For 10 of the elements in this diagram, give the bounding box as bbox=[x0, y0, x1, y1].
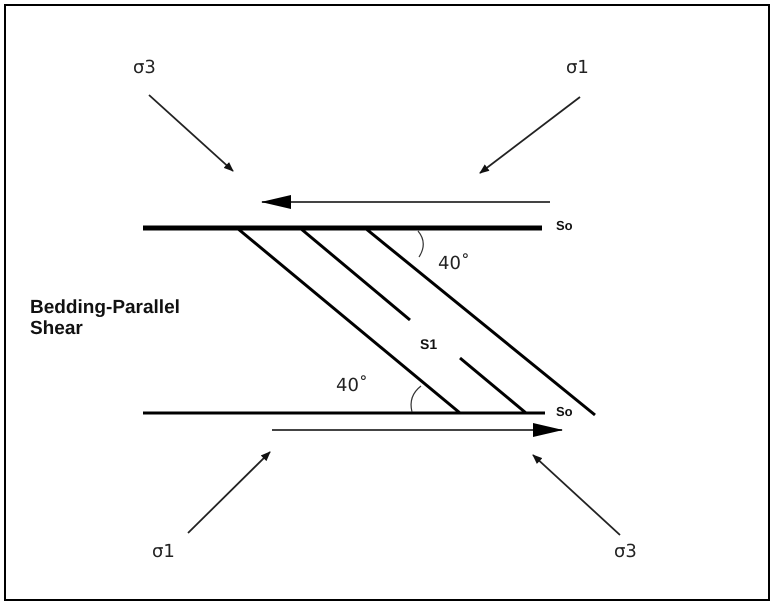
feature-label: Bedding-Parallel Shear bbox=[30, 298, 181, 340]
stress-label: σ1 bbox=[566, 58, 589, 78]
stress-label: σ3 bbox=[614, 542, 637, 562]
cleavage-label: S1 bbox=[420, 337, 438, 352]
bedding-label: So bbox=[556, 405, 573, 420]
stress-label: σ1 bbox=[152, 542, 175, 562]
angle-label: 40˚ bbox=[336, 376, 368, 396]
stress-label: σ3 bbox=[133, 58, 156, 78]
bedding-label: So bbox=[556, 219, 573, 234]
angle-label: 40˚ bbox=[438, 254, 470, 274]
